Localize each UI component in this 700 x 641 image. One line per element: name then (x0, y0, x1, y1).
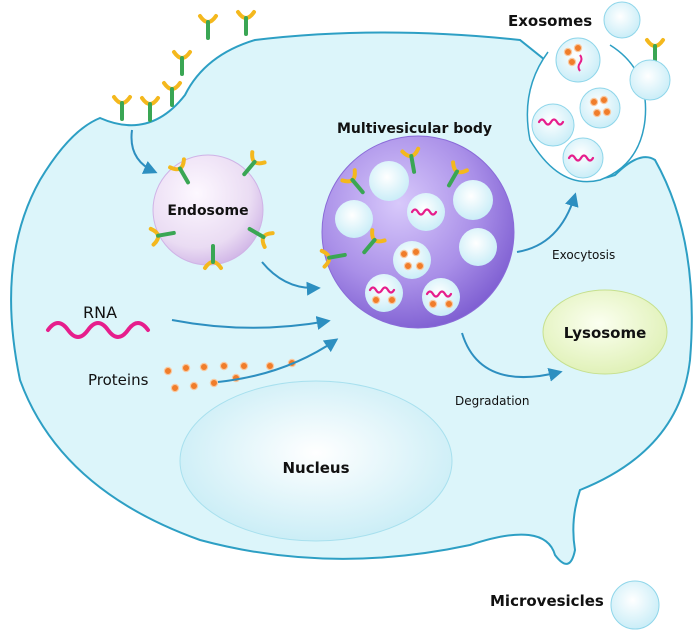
arrow-proteins-to-mvb (217, 338, 339, 383)
arrow-endosome-to-mvb (261, 261, 321, 296)
exosome (555, 37, 601, 83)
exosome (531, 103, 575, 147)
free-exosome (603, 1, 641, 39)
proteins-label: Proteins (88, 371, 149, 389)
receptor-icon (172, 50, 192, 76)
exosome (562, 137, 604, 179)
rna-label: RNA (83, 303, 117, 322)
arrow-membrane-to-endosome (130, 129, 158, 174)
arrow-exocytosis (516, 192, 579, 253)
arrow-rna-to-mvb (171, 316, 331, 330)
endosome-label: Endosome (167, 203, 248, 219)
lysosome (542, 289, 668, 375)
exosome (579, 87, 621, 129)
receptor-icon (112, 95, 132, 121)
microvesicle (610, 580, 660, 630)
nucleus (179, 380, 453, 542)
degradation-label: Degradation (455, 394, 529, 408)
free-exosome (629, 59, 671, 101)
receptor-icon (645, 38, 665, 64)
multivesicular-body-label: Multivesicular body (337, 121, 492, 137)
receptor-icon (236, 10, 256, 36)
nucleus-label: Nucleus (282, 459, 349, 477)
exosomes-label: Exosomes (508, 12, 592, 30)
exocytosis-label: Exocytosis (552, 248, 615, 262)
multivesicular-body (319, 135, 515, 329)
receptor-icon (140, 96, 160, 122)
receptor-icon (198, 14, 218, 40)
rna-strand (46, 321, 150, 339)
lysosome-label: Lysosome (564, 324, 647, 342)
microvesicles-label: Microvesicles (490, 592, 604, 610)
receptor-icon (162, 81, 182, 107)
arrow-degradation (461, 332, 563, 382)
endosome (148, 150, 275, 270)
